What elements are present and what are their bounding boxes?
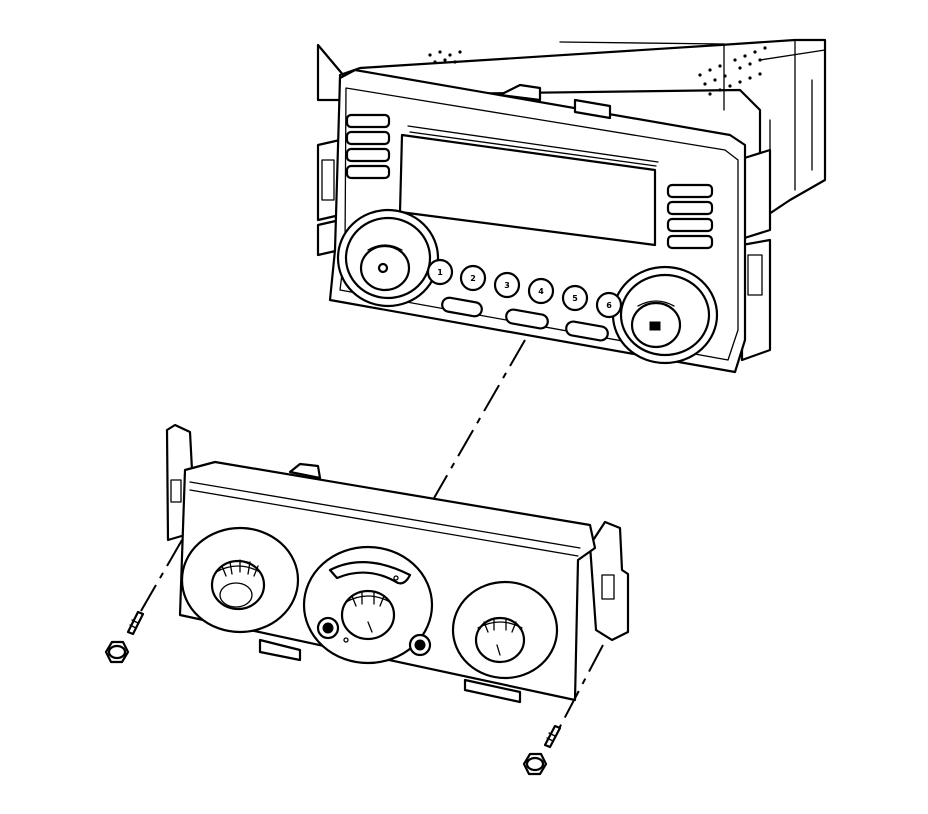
hvac-mode-indicator-window	[328, 561, 412, 585]
preset-button-2: 2	[459, 264, 487, 292]
preset-label: 3	[504, 281, 510, 290]
preset-button-5: 5	[561, 284, 589, 312]
hvac-right-bracket	[588, 520, 630, 642]
alignment-line-center	[429, 339, 526, 506]
mounting-screw-left	[104, 610, 145, 664]
preset-label: 2	[470, 274, 476, 283]
radio-left-buttons	[345, 113, 391, 180]
preset-label: 5	[572, 294, 578, 303]
hvac-mode-knob	[302, 545, 434, 665]
radio-right-buttons	[666, 183, 714, 250]
preset-label: 4	[538, 287, 544, 296]
chassis-vent-holes	[428, 46, 767, 96]
radio-faceplate: 1 2 3 4 5 6	[328, 68, 747, 374]
preset-button-3: 3	[493, 271, 521, 299]
preset-button-1: 1	[426, 258, 454, 286]
radio-display	[398, 133, 657, 247]
hvac-fan-speed-knob	[451, 580, 559, 680]
hvac-control-panel	[165, 423, 630, 704]
radio-lower-buttons	[441, 296, 609, 342]
alignment-line-right	[552, 644, 604, 741]
radio-preset-buttons: 1 2 3 4 5 6	[426, 258, 623, 319]
hvac-left-small-button	[316, 616, 340, 640]
preset-label: 1	[437, 268, 443, 277]
radio-tune-knob	[611, 265, 719, 365]
hvac-right-small-button	[408, 633, 432, 657]
hvac-temperature-knob	[180, 526, 300, 634]
radio-volume-knob	[336, 208, 440, 308]
mounting-screw-right	[522, 724, 562, 776]
preset-label: 6	[606, 301, 612, 310]
preset-button-6: 6	[595, 291, 623, 319]
alignment-line-left	[129, 539, 183, 631]
preset-button-4: 4	[527, 277, 555, 305]
